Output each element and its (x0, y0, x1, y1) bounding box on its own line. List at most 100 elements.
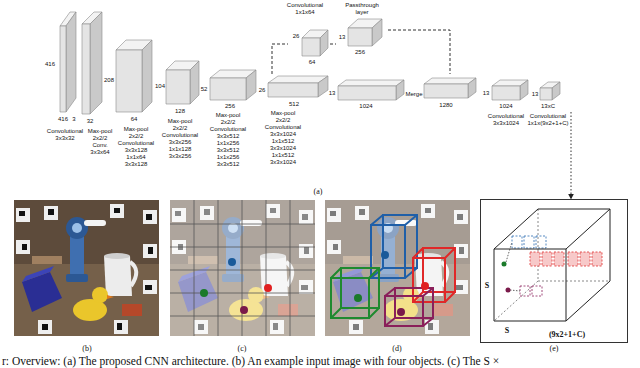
output-tensor-drawing (502, 262, 507, 267)
dimension-label: 13 (329, 90, 336, 96)
layer-description: Passthrough layer (345, 2, 379, 16)
word: 2x2/2 (276, 117, 291, 123)
grid-photo (200, 289, 208, 297)
word: 3x3x1024 (493, 120, 519, 126)
word: 1x1x(9x2+1+C) (527, 120, 568, 126)
block-face (492, 86, 520, 100)
panel-label: (c) (238, 345, 247, 353)
word: Merge (405, 91, 422, 97)
block-shape (40, 8, 80, 126)
feature-map-block: 26512 (256, 74, 332, 110)
word: 1x1x512 (272, 152, 295, 158)
block-face (424, 84, 468, 98)
grid-photo (170, 200, 315, 336)
word: 1x1x256 (217, 140, 240, 146)
block-face (166, 70, 190, 104)
block-face (468, 78, 476, 98)
block-face (372, 19, 382, 46)
connector (388, 30, 450, 74)
dimension-label: 1280 (439, 102, 452, 108)
output-tensor-drawing (532, 286, 542, 296)
dimension-label: 13 (483, 90, 490, 96)
box-photo (325, 200, 470, 336)
feature-map-block: 13256 (336, 18, 388, 58)
block-face (320, 30, 328, 56)
block-face (90, 12, 102, 114)
output-tensor-drawing (554, 252, 564, 266)
word: 3x3x1024 (270, 131, 296, 137)
grid-photo (240, 306, 248, 314)
word: Max-pool (271, 110, 296, 116)
output-tensor-drawing (512, 236, 546, 248)
block-shape (80, 8, 110, 126)
block-face (142, 40, 152, 112)
layer-description: Convolutional 1x1x64 (287, 2, 323, 16)
input-photo (14, 200, 159, 336)
figure-caption: r: Overview: (a) The proposed CNN archit… (2, 356, 499, 367)
word: 2x2/2 (93, 135, 108, 141)
output-tensor-drawing (512, 236, 522, 248)
word: 3x3x32 (55, 135, 74, 141)
layer-description: Max-pool 2x2/2 Convolutional 3x3x1024 1x… (265, 110, 301, 166)
dimension-label: 13 (532, 91, 539, 97)
word: 1x1x512 (272, 138, 295, 144)
feature-map-block: 1313xC (530, 80, 574, 112)
block-face (302, 38, 320, 56)
word: Max-pool (168, 118, 193, 124)
block-face (396, 80, 404, 100)
dimension-label: 1024 (499, 103, 512, 109)
output-tensor-drawing (494, 209, 610, 321)
grid-photo (170, 200, 315, 336)
tensor-dimension: S (505, 327, 509, 335)
output-tensor-drawing (568, 252, 578, 266)
connector (571, 112, 572, 199)
dimension-label: 128 (175, 108, 185, 114)
box-photo (421, 282, 429, 290)
panel-label: (e) (550, 345, 559, 353)
word: 3x3x512 (217, 161, 240, 167)
word: 3x3x256 (169, 153, 192, 159)
layer-description: Merge (405, 91, 422, 98)
block-face (338, 80, 404, 86)
word: 1x1x256 (217, 154, 240, 160)
feature-map-block: 131024 (326, 76, 406, 112)
block-face (424, 78, 476, 84)
layer-description: Max-pool 2x2/2 Convolutional 3x3x256 1x1… (162, 118, 198, 160)
dimension-label: 52 (201, 86, 208, 92)
word: Max-pool (124, 126, 149, 132)
output-tensor-drawing (524, 236, 534, 248)
box-photo (354, 294, 362, 302)
dimension-label: 3 (72, 116, 75, 122)
dimension-label: 26 (259, 87, 266, 93)
connector (330, 44, 336, 45)
layer-description: Convolutional 3x3x32 (47, 128, 83, 142)
output-tensor-drawing (506, 288, 511, 293)
dimension-label: 208 (104, 77, 114, 83)
output-tensor-drawing (494, 209, 610, 321)
input-photo (14, 200, 159, 336)
output-tensor: SS(9x2+1+C) (480, 199, 628, 343)
word: Passthrough (345, 2, 379, 8)
word: layer (355, 9, 368, 15)
block-face (552, 82, 560, 100)
box-photo (397, 308, 405, 316)
word: Convolutional (118, 140, 154, 146)
panel-label: (a) (314, 188, 323, 196)
block-face (82, 24, 90, 114)
block-face (520, 80, 528, 100)
layer-description: Max-pool 2x2/2 Convolutional 3x3x512 1x1… (210, 112, 246, 168)
feature-map-block: 4164163 (40, 8, 80, 126)
block-face (246, 70, 256, 100)
word: 2x2/2 (129, 133, 144, 139)
word: 3x3x64 (90, 149, 109, 155)
dimension-label: 256 (355, 49, 365, 55)
output-tensor-drawing (536, 236, 546, 248)
grid-photo (170, 200, 315, 336)
word: 3x3x1024 (270, 159, 296, 165)
feature-map-block: 13 1024 (480, 78, 530, 112)
output-tensor-drawing (580, 252, 590, 266)
box-photo (385, 288, 433, 326)
word: Conv. (92, 142, 107, 148)
grid-photo (170, 200, 315, 336)
